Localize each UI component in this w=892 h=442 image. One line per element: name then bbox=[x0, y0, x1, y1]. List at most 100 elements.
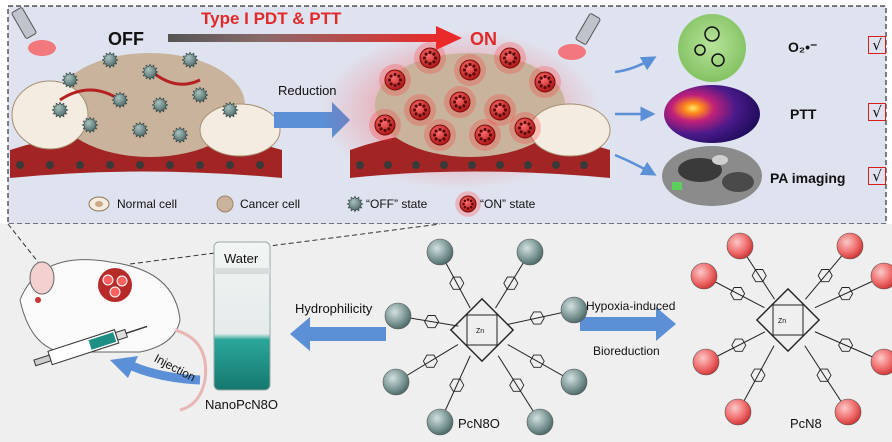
benzene-ring bbox=[422, 354, 438, 368]
legend-on-label: “ON” state bbox=[480, 197, 536, 211]
pa-imaging-label: PA imaging bbox=[770, 170, 846, 186]
off-state-np bbox=[221, 101, 239, 119]
phthalocyanine-core bbox=[755, 287, 821, 353]
syringe-icon bbox=[33, 325, 148, 367]
off-on-arrow-shaft bbox=[168, 34, 438, 42]
reduction-arrow bbox=[274, 102, 350, 138]
thermal-image-icon bbox=[664, 85, 760, 143]
zoom-line-right bbox=[129, 223, 441, 265]
off-state-np bbox=[51, 101, 69, 119]
blood-cell bbox=[256, 161, 264, 169]
on-state-np bbox=[369, 109, 401, 141]
terminal-sphere bbox=[384, 302, 412, 330]
pcn8o-molecule bbox=[382, 238, 588, 436]
o2-icon bbox=[678, 14, 746, 82]
nanopcn8o-label: NanoPcN8O bbox=[205, 397, 278, 412]
off-state-np bbox=[181, 51, 199, 69]
terminal-sphere bbox=[526, 408, 554, 436]
terminal-sphere bbox=[724, 398, 752, 426]
off-state-np bbox=[141, 63, 159, 81]
terminal-sphere bbox=[692, 348, 720, 376]
hydrophilicity-arrow bbox=[290, 317, 386, 351]
laser-right-icon bbox=[558, 13, 601, 60]
on-state-np bbox=[509, 112, 541, 144]
terminal-sphere bbox=[690, 262, 718, 290]
blood-cells-left bbox=[16, 161, 264, 169]
pa-check-icon: √ bbox=[868, 167, 886, 185]
phthalocyanine-core bbox=[449, 297, 515, 363]
ptt-check-icon: √ bbox=[868, 103, 886, 121]
benzene-ring bbox=[838, 287, 854, 301]
terminal-sphere bbox=[870, 262, 892, 290]
laser-left-icon bbox=[11, 7, 56, 56]
on-state-np bbox=[454, 54, 486, 86]
blood-cell bbox=[76, 161, 84, 169]
benzene-ring bbox=[838, 338, 854, 352]
tumor-off bbox=[10, 53, 282, 178]
benzene-ring bbox=[424, 315, 440, 329]
injection-arrow-head bbox=[110, 356, 138, 378]
terminal-sphere bbox=[560, 368, 588, 396]
off-state-np bbox=[61, 71, 79, 89]
terminal-sphere bbox=[426, 238, 454, 266]
terminal-sphere bbox=[836, 232, 864, 260]
reduction-label: Reduction bbox=[278, 83, 337, 98]
blood-cell bbox=[166, 161, 174, 169]
terminal-sphere bbox=[560, 296, 588, 324]
blood-cell bbox=[106, 161, 114, 169]
injection-arrow bbox=[130, 361, 201, 385]
blood-cell bbox=[524, 161, 532, 169]
benzene-ring bbox=[529, 311, 545, 325]
on-state-np bbox=[529, 66, 561, 98]
blood-cell bbox=[356, 161, 364, 169]
blood-cell bbox=[468, 161, 476, 169]
bioreduction-label: Bioreduction bbox=[593, 344, 660, 358]
pcn8-molecule bbox=[690, 232, 892, 426]
on-state-np bbox=[484, 94, 516, 126]
blood-cell bbox=[552, 161, 560, 169]
benzene-ring bbox=[449, 378, 465, 392]
terminal-sphere bbox=[834, 398, 862, 426]
pcn8-label: PcN8 bbox=[790, 416, 822, 431]
arrow-to-o2 bbox=[614, 56, 657, 74]
phthalocyanine-inner bbox=[466, 314, 498, 346]
hydrophilicity-label: Hydrophilicity bbox=[295, 301, 373, 316]
on-label: ON bbox=[470, 29, 497, 49]
on-state-np bbox=[494, 42, 526, 74]
benzene-ring bbox=[751, 269, 767, 283]
off-state-np bbox=[151, 96, 169, 114]
terminal-sphere bbox=[382, 368, 410, 396]
blood-cell bbox=[196, 161, 204, 169]
legend-cancer-cell-icon bbox=[216, 195, 234, 213]
legend-cancer-label: Cancer cell bbox=[240, 197, 301, 211]
on-state-np bbox=[444, 86, 476, 118]
zn-left-label: Zn bbox=[476, 328, 485, 335]
legend-normal-label: Normal cell bbox=[117, 197, 178, 211]
blood-cell bbox=[412, 161, 420, 169]
blood-cell bbox=[136, 161, 144, 169]
benzene-ring bbox=[816, 368, 832, 382]
off-state-np bbox=[346, 195, 364, 213]
top-panel-border bbox=[7, 5, 887, 225]
off-state-np bbox=[81, 116, 99, 134]
on-state-np bbox=[424, 119, 456, 151]
off-state-np bbox=[101, 51, 119, 69]
hypoxia-label: Hypoxia-induced bbox=[586, 299, 676, 313]
blood-cell bbox=[16, 161, 24, 169]
on-state-np bbox=[414, 42, 446, 74]
off-state-np bbox=[171, 126, 189, 144]
off-state-np bbox=[131, 121, 149, 139]
blood-cell bbox=[46, 161, 54, 169]
off-state-np bbox=[111, 91, 129, 109]
zn-right-label: Zn bbox=[778, 318, 787, 325]
benzene-ring bbox=[529, 354, 545, 368]
pcn8o-label: PcN8O bbox=[458, 416, 500, 431]
o2-label: O₂•⁻ bbox=[788, 39, 818, 55]
benzene-ring bbox=[730, 287, 746, 301]
off-state-nanoparticles bbox=[51, 51, 239, 144]
benzene-ring bbox=[817, 269, 833, 283]
on-state-np bbox=[404, 94, 436, 126]
off-state-np bbox=[191, 86, 209, 104]
blood-cell bbox=[496, 161, 504, 169]
